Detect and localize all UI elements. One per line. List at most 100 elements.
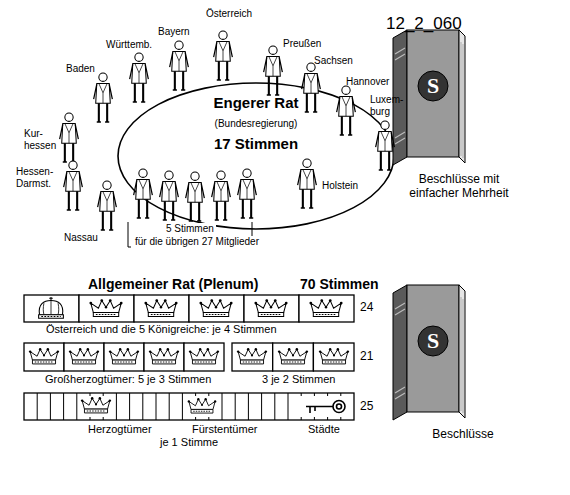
book-caption: Beschlüsse mit einfacher Mehrheit — [398, 172, 520, 201]
envoy-figure — [212, 171, 231, 220]
crown-symbol — [278, 348, 308, 364]
vote-strip — [24, 393, 354, 420]
crown-symbol — [254, 299, 287, 316]
vote-box — [134, 295, 189, 322]
text-label: Fürstentümer — [192, 423, 257, 436]
crown-symbol — [89, 299, 122, 316]
oval-text: Engerer Rat (Bundesregierung) 17 Stimmen — [117, 82, 395, 158]
envoy-figure — [94, 73, 113, 122]
envoy-figure — [337, 86, 356, 135]
plenum-row-grand-duchies — [24, 343, 354, 371]
text-label: Luxem-burg — [370, 94, 408, 117]
text-label: Allgemeiner Rat (Plenum) — [88, 276, 258, 292]
text-label: Holstein — [322, 180, 358, 192]
crown-symbol — [189, 348, 219, 364]
vote-box — [273, 343, 314, 371]
crown-symbol — [188, 398, 217, 413]
envoy-figure — [130, 53, 149, 102]
envoy-figure — [376, 121, 395, 170]
vote-box — [24, 343, 64, 371]
plenum-row-kingdoms — [24, 295, 354, 322]
text-label: Österreich — [206, 8, 252, 20]
key-symbol — [306, 401, 345, 414]
book-caption: Beschlüsse — [413, 427, 513, 441]
vote-box — [313, 343, 354, 371]
symbol-backing — [300, 396, 350, 417]
crown-symbol — [237, 348, 267, 364]
envoy-figure — [264, 46, 283, 95]
emblem-letter: S — [418, 328, 448, 354]
envoy-figure — [60, 113, 79, 162]
council-oval: Engerer Rat (Bundesregierung) 17 Stimmen — [117, 82, 395, 230]
envoy-figure — [98, 181, 117, 230]
text-label: 3 je 2 Stimmen — [262, 373, 335, 386]
vote-count: 24 — [360, 301, 373, 315]
envoy-figure — [64, 161, 83, 210]
text-label: Großherzogtümer: 5 je 3 Stimmen — [45, 373, 211, 386]
oval-outline — [118, 83, 394, 229]
vote-box — [184, 343, 224, 371]
emblem-letter: S — [418, 73, 448, 99]
crown-symbol — [309, 299, 342, 316]
cover-emblem — [418, 326, 448, 356]
envoy-figure — [186, 172, 205, 221]
text-label: 5 Stimmen — [164, 223, 216, 235]
vote-box — [144, 343, 184, 371]
text-label: Baden — [66, 63, 95, 75]
crown-symbol — [69, 348, 99, 364]
vote-box — [104, 343, 144, 371]
cover-emblem — [418, 71, 448, 101]
text-label: Preußen — [283, 38, 321, 50]
vote-box — [64, 343, 104, 371]
crown-symbol — [29, 348, 59, 364]
vote-count: 21 — [360, 350, 373, 364]
envoy-figure — [170, 41, 189, 90]
text-label: je 1 Stimme — [160, 436, 218, 449]
vote-box — [299, 295, 354, 322]
text-label: 12_2_060 — [386, 14, 462, 34]
envoy-figure — [298, 159, 317, 208]
resolution-book: SBeschlüsse mit einfacher Mehrheit — [393, 30, 465, 165]
text-label: Österreich und die 5 Königreiche: je 4 S… — [46, 323, 277, 336]
book-spine — [393, 285, 407, 420]
grand-duchy-crowns — [29, 348, 349, 364]
crown-symbol — [39, 297, 64, 318]
plenum-row-small-states — [24, 393, 354, 420]
text-label: Städte — [308, 423, 340, 436]
text-label: Sachsen — [314, 55, 353, 67]
heading-text: Engerer Rat — [117, 94, 395, 111]
envoy-figure — [214, 31, 233, 80]
vote-dividers — [37, 393, 341, 420]
text-label: 70 Stimmen — [300, 276, 379, 292]
vote-box — [189, 295, 244, 322]
text-label: Nassau — [64, 232, 98, 244]
crown-symbol — [144, 299, 177, 316]
kingdom-crowns — [39, 297, 343, 318]
crown-symbol — [199, 299, 232, 316]
subtitle-text: (Bundesregierung) — [117, 118, 395, 129]
vote-box — [24, 295, 79, 322]
vote-count: 25 — [360, 400, 373, 414]
crown-symbol — [149, 348, 179, 364]
text-label: Herzogtümer — [88, 423, 152, 436]
symbol-backing — [78, 396, 114, 417]
text-label: Bayern — [158, 26, 190, 38]
text-label: Hannover — [346, 76, 389, 88]
symbol-backing — [184, 396, 220, 417]
vote-box — [232, 343, 273, 371]
page-lines — [461, 42, 463, 158]
book-cover — [407, 30, 459, 157]
envoy-figure — [238, 169, 257, 218]
vote-box — [244, 295, 299, 322]
text-label: Württemb. — [106, 39, 152, 51]
text-label: Hessen-Darmst. — [16, 166, 60, 189]
vote-box — [79, 295, 134, 322]
heading-text: 17 Stimmen — [117, 135, 395, 152]
crown-symbol — [109, 348, 139, 364]
spine-bands — [395, 303, 405, 399]
text-label: Kur-hessen — [24, 128, 60, 151]
book-pages — [459, 30, 465, 163]
resolution-book: SBeschlüsse — [393, 285, 465, 420]
